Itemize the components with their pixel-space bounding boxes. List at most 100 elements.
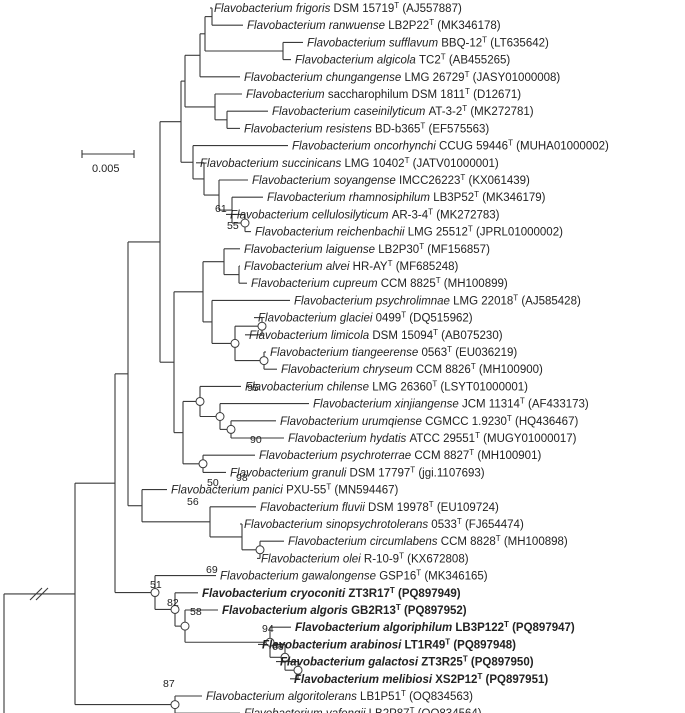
taxon-strain: GB2R13 — [351, 605, 396, 617]
taxon-strain: DSM 1811 — [412, 89, 465, 101]
type-strain-marker: T — [462, 104, 467, 113]
taxon-genus: Flavobacterium — [261, 553, 343, 565]
taxon-epithet: sufflavum — [389, 37, 441, 49]
type-strain-marker: T — [468, 224, 473, 233]
bootstrap-node-marker — [215, 412, 225, 421]
taxon-accession: (EU109724) — [434, 502, 499, 514]
type-strain-marker: T — [401, 689, 406, 698]
scale-bar-label: 0.005 — [92, 163, 120, 175]
taxon-genus: Flavobacterium — [249, 330, 331, 342]
taxon-epithet: laiguense — [326, 244, 378, 256]
bootstrap-node-marker — [180, 621, 190, 631]
taxon-strain: LMG 10402 — [344, 158, 404, 170]
taxon-genus: Flavobacterium — [258, 313, 340, 325]
taxon-label: Flavobacterium reichenbachii LMG 25512T … — [255, 224, 563, 239]
taxon-label: Flavobacterium xinjiangense JCM 11314T (… — [313, 396, 589, 411]
taxon-genus: Flavobacterium — [202, 588, 290, 600]
taxon-accession: (AB075230) — [438, 330, 503, 342]
taxon-epithet: olei — [343, 553, 364, 565]
bootstrap-value: 82 — [167, 597, 179, 609]
taxon-genus: Flavobacterium — [255, 227, 337, 239]
taxon-strain: ATCC 29551 — [409, 433, 475, 445]
taxon-epithet: panici — [252, 485, 286, 497]
taxon-strain: LB3P52 — [433, 192, 474, 204]
taxon-strain: JCM 11314 — [462, 399, 521, 411]
bootstrap-value: 95 — [247, 382, 259, 394]
taxon-strain: 0533 — [431, 519, 457, 531]
taxon-epithet: ranwuense — [329, 20, 388, 32]
taxon-epithet: yafengii — [325, 708, 369, 713]
taxon-label: Flavobacterium olei R-10-9T (KX672808) — [261, 551, 469, 566]
taxon-label: Flavobacterium fluvii DSM 19978T (EU1097… — [260, 499, 499, 514]
taxon-label: Flavobacterium limicola DSM 15094T (AB07… — [249, 327, 503, 342]
tree-nodes — [150, 218, 303, 710]
taxon-label: Flavobacterium arabinosi LT1R49T (PQ8979… — [262, 637, 516, 652]
taxon-strain: CCUG 59446 — [439, 141, 508, 153]
tree-branches — [3, 7, 309, 713]
taxon-accession: (PQ897947) — [509, 622, 575, 634]
type-strain-marker: T — [447, 345, 452, 354]
taxon-strain: ZT3R17 — [348, 588, 390, 600]
taxon-epithet: algoris — [310, 605, 351, 617]
taxon-accession: (KX061439) — [465, 175, 530, 187]
taxon-label: Flavobacterium algoris GB2R13T (PQ897952… — [222, 603, 467, 618]
type-strain-marker: T — [399, 551, 404, 560]
taxon-genus: Flavobacterium — [220, 571, 302, 583]
taxon-accession: (MF685248) — [393, 261, 459, 273]
type-strain-marker: T — [457, 517, 462, 526]
taxon-accession: (PQ897949) — [395, 588, 461, 600]
taxon-strain: HR-AY — [353, 261, 388, 273]
bootstrap-node-marker — [280, 652, 290, 662]
taxon-epithet: cryoconiti — [290, 588, 348, 600]
taxon-label: Flavobacterium oncorhynchi CCUG 59446T (… — [292, 138, 609, 153]
bootstrap-value: 87 — [163, 678, 175, 690]
taxon-strain: LMG 25512 — [408, 227, 468, 239]
taxon-epithet: hydatis — [370, 433, 410, 445]
taxon-epithet: sinopsychrotolerans — [326, 519, 431, 531]
taxon-genus: Flavobacterium — [244, 72, 326, 84]
taxon-genus: Flavobacterium — [230, 209, 312, 221]
taxon-epithet: alvei — [326, 261, 353, 273]
taxon-accession: (MK346165) — [421, 571, 488, 583]
taxon-genus: Flavobacterium — [251, 278, 333, 290]
type-strain-marker: T — [401, 310, 406, 319]
taxon-epithet: frigoris — [296, 3, 334, 15]
taxon-label: Flavobacterium urumqiense CGMCC 1.9230T … — [280, 413, 578, 428]
taxon-accession: (KX672808) — [404, 553, 469, 565]
taxon-label: Flavobacterium chilense LMG 26360T (LSYT… — [245, 379, 528, 394]
taxon-strain: PXU-55 — [286, 485, 326, 497]
type-strain-marker: T — [474, 190, 479, 199]
taxon-genus: Flavobacterium — [294, 295, 376, 307]
break-slash-2 — [35, 587, 49, 601]
type-strain-marker: T — [520, 396, 525, 405]
type-strain-marker: T — [513, 293, 518, 302]
bootstrap-node-marker — [265, 637, 275, 647]
taxon-genus: Flavobacterium — [230, 467, 312, 479]
taxon-strain: DSM 15094 — [372, 330, 433, 342]
taxon-epithet: arabinosi — [350, 639, 404, 651]
taxon-label: Flavobacterium succinicans LMG 10402T (J… — [200, 155, 499, 170]
taxon-label: Flavobacterium algoriphilum LB3P122T (PQ… — [295, 620, 575, 635]
bootstrap-value: 69 — [206, 564, 218, 576]
type-strain-marker: T — [388, 259, 393, 268]
taxon-genus: Flavobacterium — [288, 536, 370, 548]
taxon-strain: ZT3R25 — [421, 657, 463, 669]
taxon-epithet: rhamnosiphilum — [349, 192, 433, 204]
bootstrap-node-marker — [240, 218, 250, 228]
bootstrap-node-marker — [150, 588, 160, 598]
type-strain-marker: T — [463, 654, 468, 663]
taxon-epithet: reichenbachii — [337, 227, 408, 239]
taxon-epithet: galactosi — [367, 657, 421, 669]
taxon-epithet: algoritolerans — [288, 691, 360, 703]
type-strain-marker: T — [475, 431, 480, 440]
taxon-genus: Flavobacterium — [244, 519, 326, 531]
taxon-strain: 0563 — [422, 347, 448, 359]
taxon-genus: Flavobacterium — [270, 347, 352, 359]
type-strain-marker: T — [482, 35, 487, 44]
taxon-accession: (jgi.1107693) — [415, 467, 485, 479]
taxon-strain: DSM 19978 — [368, 502, 429, 514]
taxon-epithet: oncorhynchi — [374, 141, 439, 153]
bootstrap-value: 94 — [262, 623, 274, 635]
taxon-label: Flavobacterium cellulosilyticum AR-3-4T … — [230, 207, 500, 222]
bootstrap-node-marker — [255, 545, 265, 555]
